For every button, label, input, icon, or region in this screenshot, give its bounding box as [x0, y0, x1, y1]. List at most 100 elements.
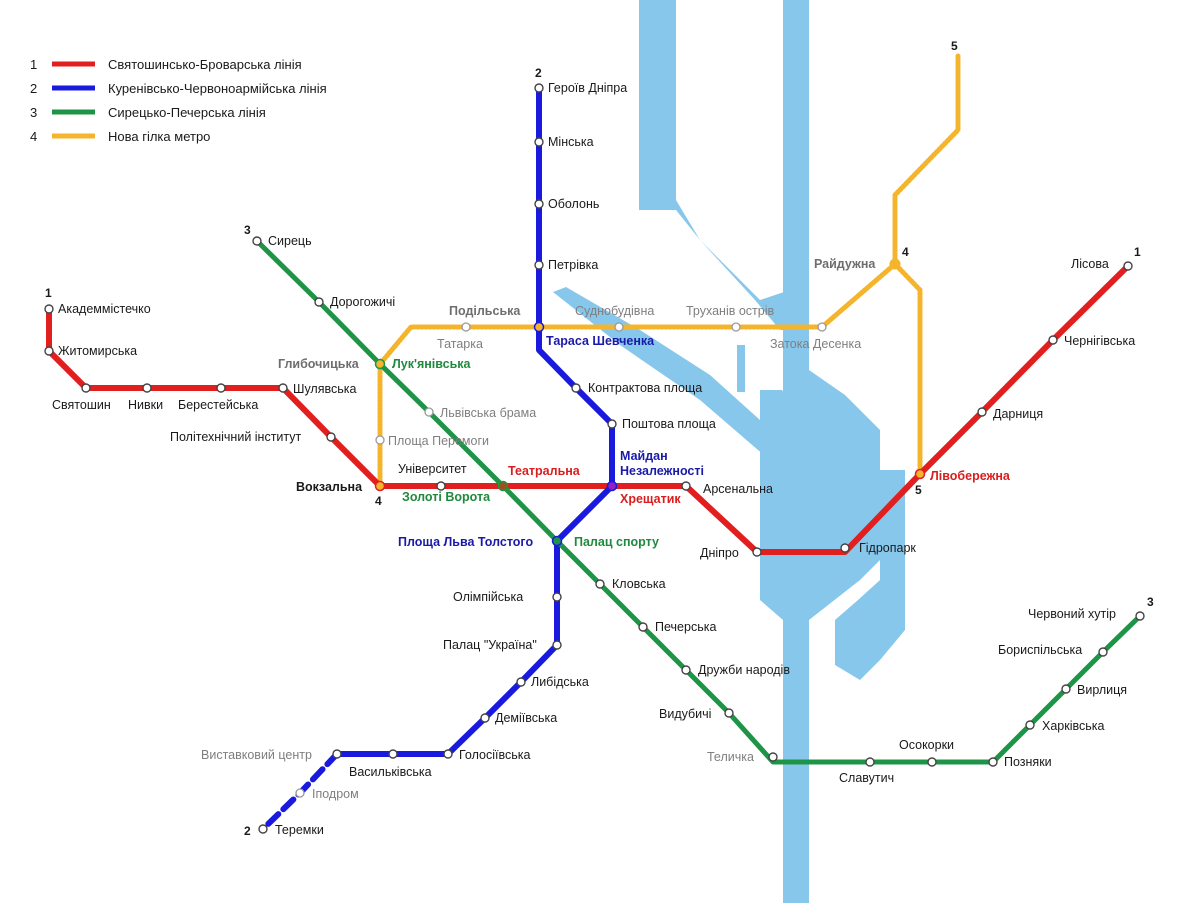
station-marker-vokzalna[interactable]	[374, 480, 386, 492]
station-label: Політехнічний інститут	[170, 430, 302, 444]
legend-number-4: 4	[30, 129, 37, 144]
station-marker[interactable]	[865, 757, 875, 767]
stations	[44, 83, 1145, 834]
station-marker[interactable]	[1061, 684, 1071, 694]
station-marker[interactable]	[252, 236, 262, 246]
station-label: Вирлиця	[1077, 683, 1127, 697]
station-marker[interactable]	[314, 297, 324, 307]
station-marker[interactable]	[988, 757, 998, 767]
station-marker[interactable]	[461, 322, 471, 332]
station-label: Чернігівська	[1064, 334, 1135, 348]
line-number: 2	[535, 66, 542, 80]
station-label-hub: Майдан	[620, 449, 668, 463]
station-label: Славутич	[839, 771, 894, 785]
station-marker-livoberezhna[interactable]	[914, 468, 926, 480]
station-label: Деміївська	[495, 711, 557, 725]
station-marker[interactable]	[534, 260, 544, 270]
station-marker[interactable]	[752, 547, 762, 557]
line-number: 4	[902, 245, 909, 259]
station-marker[interactable]	[534, 137, 544, 147]
station-marker[interactable]	[595, 579, 605, 589]
station-marker[interactable]	[607, 419, 617, 429]
station-marker[interactable]	[1025, 720, 1035, 730]
station-marker[interactable]	[142, 383, 152, 393]
station-marker[interactable]	[326, 432, 336, 442]
station-label: Героїв Дніпра	[548, 81, 627, 95]
station-marker[interactable]	[552, 640, 562, 650]
station-label: Затока Десенка	[770, 337, 861, 351]
station-marker[interactable]	[681, 481, 691, 491]
line-number: 4	[375, 494, 382, 508]
station-marker[interactable]	[44, 346, 54, 356]
station-marker[interactable]	[295, 788, 305, 798]
station-marker[interactable]	[1135, 611, 1145, 621]
station-label: Академмістечко	[58, 302, 151, 316]
station-labels: Академмістечко Житомирська Святошин Нивк…	[52, 81, 1135, 837]
legend-number-3: 3	[30, 105, 37, 120]
station-label: Васильківська	[349, 765, 432, 779]
station-label: Труханів острів	[686, 304, 775, 318]
station-marker[interactable]	[768, 752, 778, 762]
station-marker[interactable]	[724, 708, 734, 718]
station-label: Татарка	[437, 337, 483, 351]
station-label: Житомирська	[58, 344, 137, 358]
line-number: 5	[951, 39, 958, 53]
station-marker[interactable]	[681, 665, 691, 675]
station-marker[interactable]	[1098, 647, 1108, 657]
station-marker[interactable]	[534, 199, 544, 209]
station-marker[interactable]	[552, 592, 562, 602]
legend-number-1: 1	[30, 57, 37, 72]
station-marker[interactable]	[614, 322, 624, 332]
station-marker[interactable]	[516, 677, 526, 687]
station-marker[interactable]	[638, 622, 648, 632]
line-number: 2	[244, 824, 251, 838]
station-marker[interactable]	[81, 383, 91, 393]
legend-label-line2: Куренівсько-Червоноармійська лінія	[108, 81, 327, 96]
station-marker-lukianivska[interactable]	[374, 358, 386, 370]
station-marker[interactable]	[731, 322, 741, 332]
station-label: Лісова	[1071, 257, 1109, 271]
station-label: Гідропарк	[859, 541, 916, 555]
line-number: 1	[1134, 245, 1141, 259]
station-marker[interactable]	[436, 481, 446, 491]
station-marker-raiduzhna[interactable]	[889, 258, 901, 270]
station-label-hub: Театральна	[508, 464, 581, 478]
station-marker-teatralna[interactable]	[497, 480, 509, 492]
station-marker[interactable]	[443, 749, 453, 759]
station-marker[interactable]	[817, 322, 827, 332]
station-marker[interactable]	[216, 383, 226, 393]
station-label: Мінська	[548, 135, 594, 149]
station-label: Дружби народів	[698, 663, 790, 677]
station-marker[interactable]	[332, 749, 342, 759]
station-label: Бориспільська	[998, 643, 1082, 657]
station-marker[interactable]	[1048, 335, 1058, 345]
station-marker[interactable]	[375, 435, 385, 445]
station-marker[interactable]	[840, 543, 850, 553]
station-marker[interactable]	[977, 407, 987, 417]
station-marker[interactable]	[927, 757, 937, 767]
station-marker[interactable]	[258, 824, 268, 834]
station-marker[interactable]	[44, 304, 54, 314]
station-marker[interactable]	[388, 749, 398, 759]
station-label: Шулявська	[293, 382, 357, 396]
line-number: 1	[45, 286, 52, 300]
station-label: Позняки	[1004, 755, 1052, 769]
station-marker[interactable]	[534, 83, 544, 93]
station-label: Теличка	[707, 750, 754, 764]
station-label: Дорогожичі	[330, 295, 395, 309]
station-marker[interactable]	[1123, 261, 1133, 271]
river	[553, 0, 905, 903]
station-label: Видубичі	[659, 707, 711, 721]
station-marker[interactable]	[278, 383, 288, 393]
station-label: Виставковий центр	[201, 748, 312, 762]
station-marker-lva-tolstoho[interactable]	[551, 535, 563, 547]
station-marker-tarasa-shevchenka[interactable]	[533, 321, 545, 333]
station-label: Контрактова площа	[588, 381, 702, 395]
station-label: Святошин	[52, 398, 111, 412]
station-marker[interactable]	[480, 713, 490, 723]
line-end-numbers: 1 1 2 2 3 3 4 4 5 5	[45, 39, 1154, 838]
station-marker-khreshchatyk[interactable]	[606, 480, 618, 492]
station-marker[interactable]	[571, 383, 581, 393]
station-marker[interactable]	[424, 407, 434, 417]
